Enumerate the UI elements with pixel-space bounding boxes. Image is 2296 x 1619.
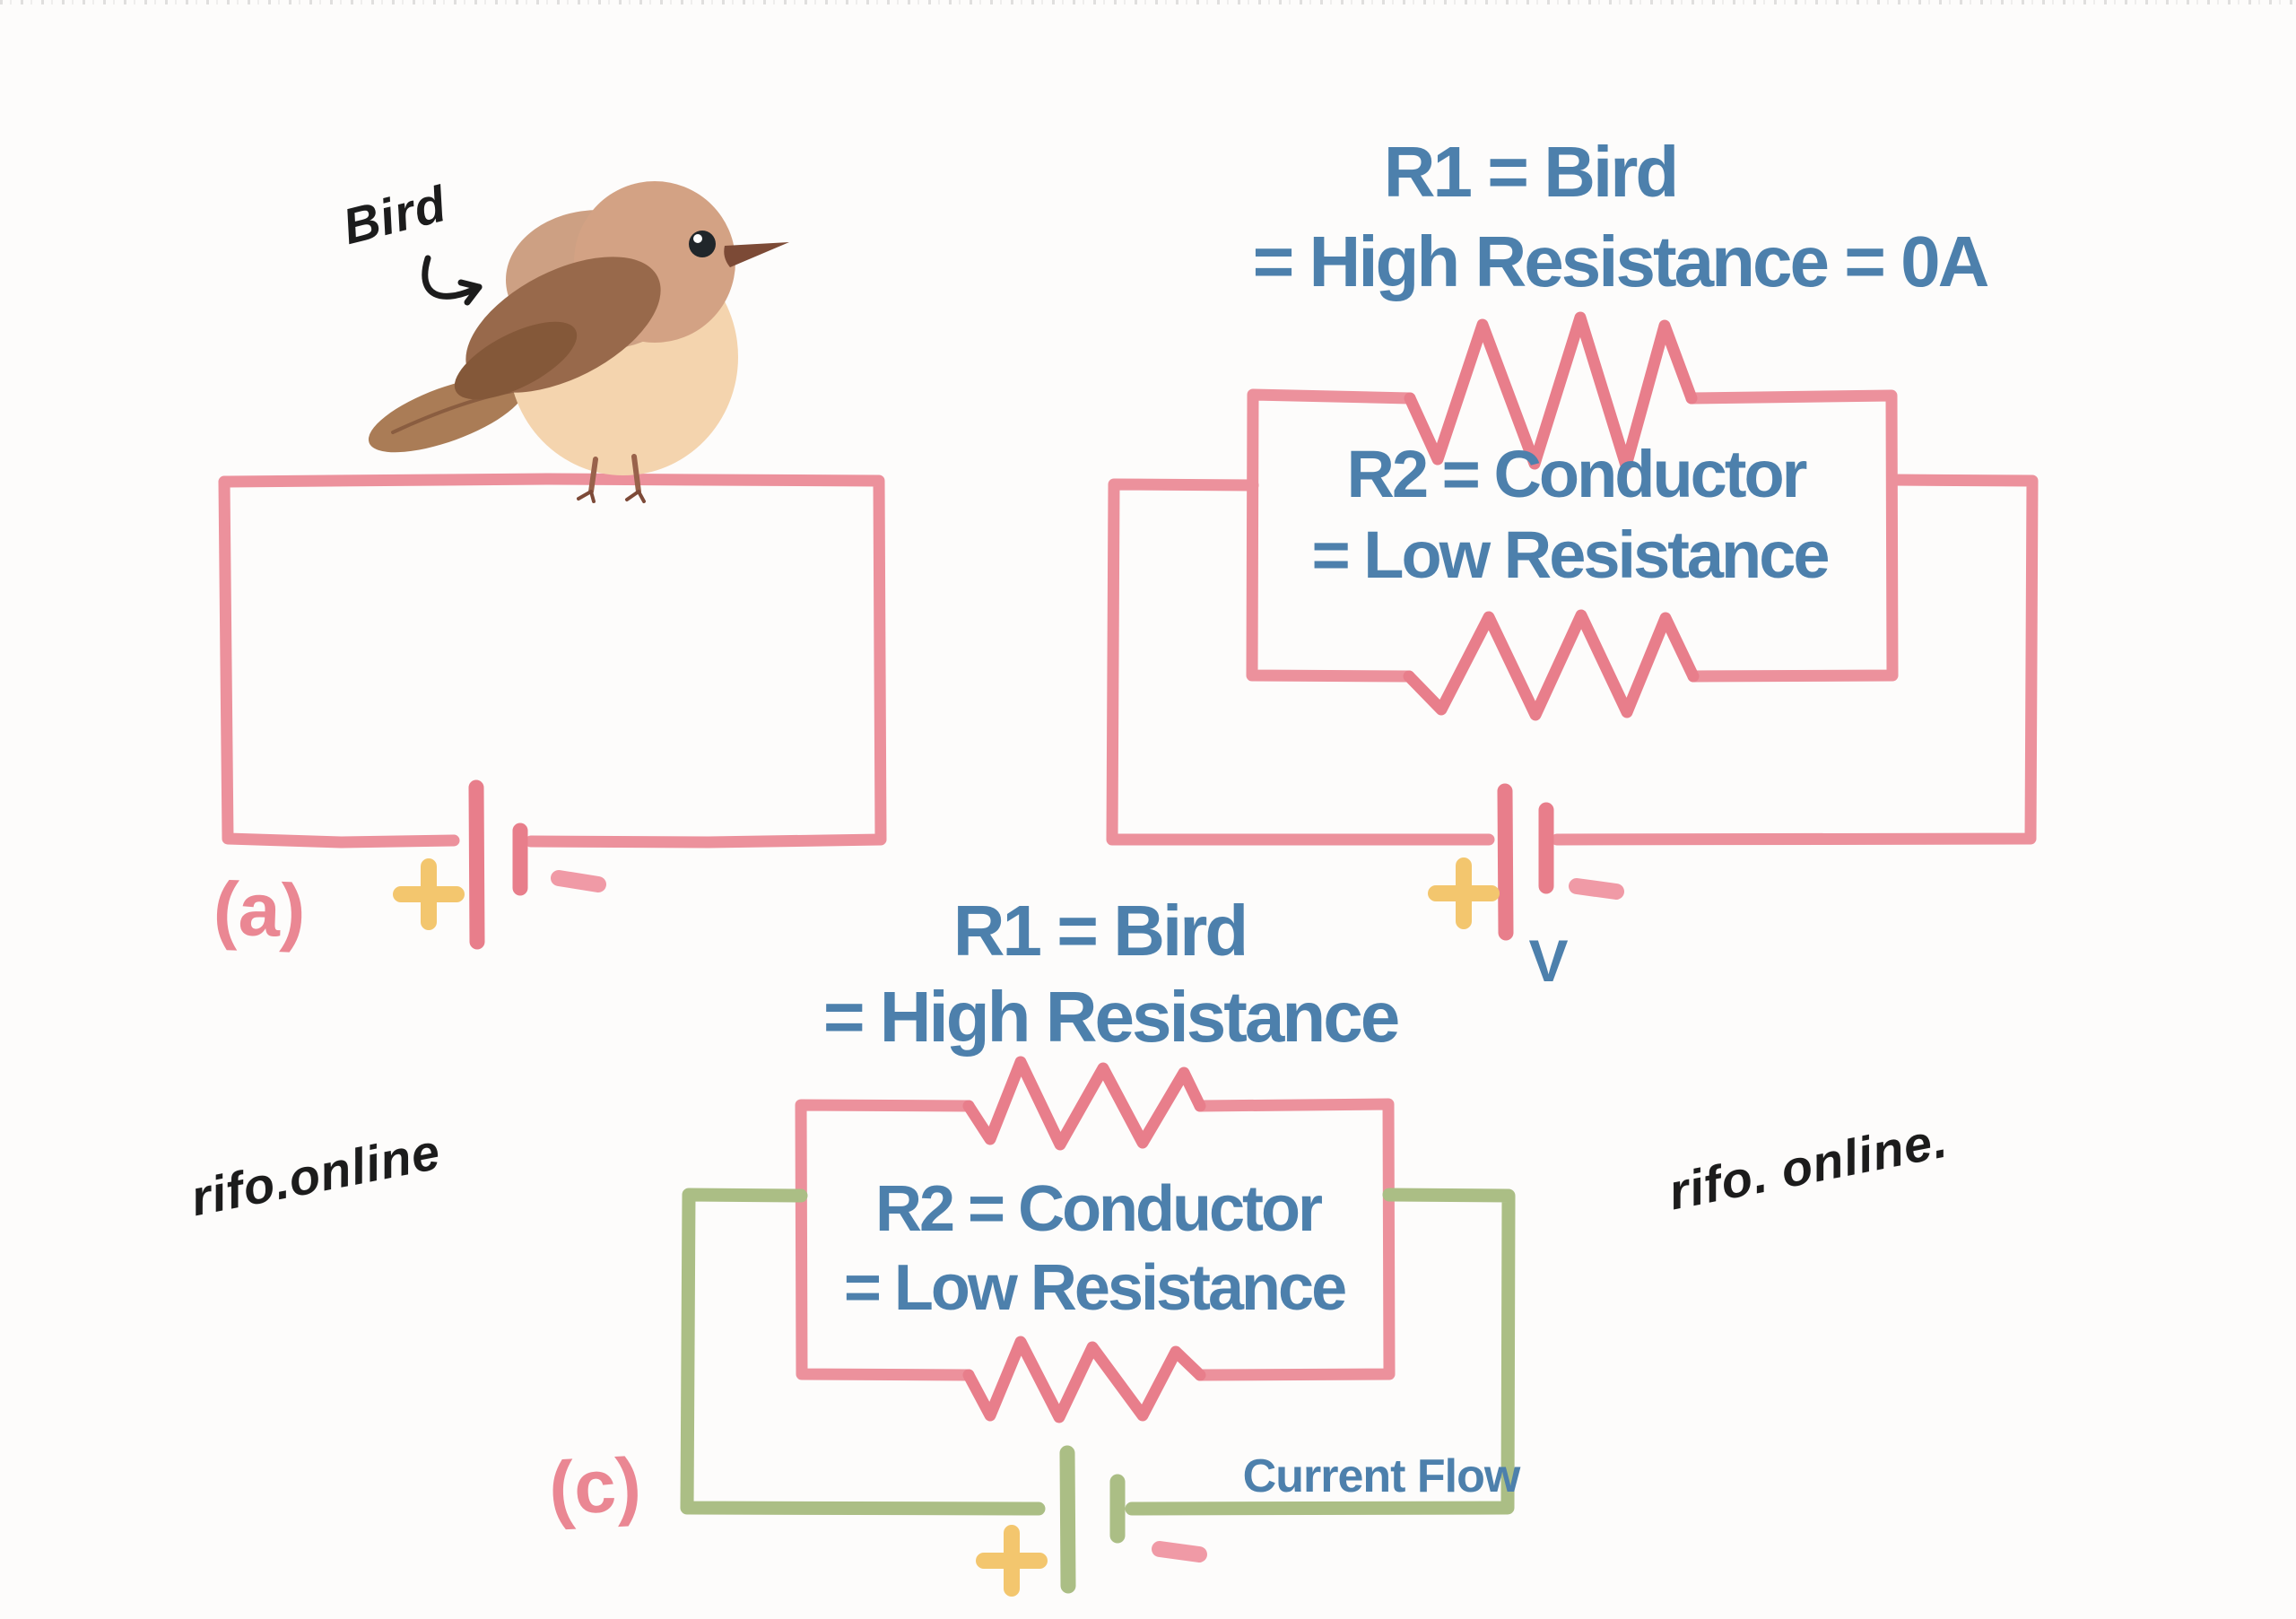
arrow-curve: [422, 255, 483, 300]
minus-terminal-icon-a: [551, 870, 606, 892]
circuit-b-outer-loop: [1106, 474, 2039, 846]
bird-wing-shade: [454, 321, 578, 400]
resistor-r2-circuit-b: [1403, 609, 1700, 721]
circuit-c-inner-box: [795, 1098, 1396, 1381]
bird-annotation-arrow-icon: [422, 255, 483, 306]
circuit-b-inner-box: [1246, 388, 1899, 683]
circuit-c-outer-loop: [680, 1188, 1516, 1516]
resistor-r1-circuit-b: [1404, 311, 1698, 472]
pink-wires: [218, 388, 2039, 1381]
circuit-c-resistor2-line2: = Low Resistance: [843, 1252, 1347, 1324]
plus-terminal-icons: [393, 857, 1500, 1597]
circuit-b-title-line2: = High Resistance = 0A: [1252, 222, 1990, 301]
plus-terminal-icon-a: [393, 858, 465, 930]
arrow-head: [457, 279, 483, 306]
green-wires: [680, 1188, 1516, 1594]
bird-feet: [577, 490, 646, 503]
bird-eye: [689, 231, 716, 257]
circuit-a-loop: [218, 473, 887, 849]
battery-a-long-plate: [468, 779, 485, 950]
panel-c-label: (c): [546, 1441, 644, 1531]
minus-terminal-icon-b: [1569, 878, 1624, 900]
circuit-b-title-line1: R1 = Bird: [1383, 132, 1679, 212]
plus-terminal-icon-b: [1428, 857, 1500, 929]
scan-noise-strip: [0, 0, 2296, 4]
panel-a-label: (a): [212, 866, 308, 953]
battery-c-long-plate: [1059, 1445, 1076, 1594]
minus-terminal-icons: [551, 870, 1624, 1562]
circuit-c-title-line2: = High Resistance: [822, 977, 1400, 1057]
resistor-r1-circuit-c: [962, 1056, 1206, 1151]
bird-legs: [588, 454, 641, 494]
resistor-zigzags: [468, 311, 1700, 1423]
circuit-b-resistor2-line1: R2 = Conductor: [1346, 437, 1808, 511]
bird-illustration: [368, 181, 789, 503]
battery-voltage-label: V: [1528, 927, 1568, 994]
plus-terminal-icon-c: [976, 1525, 1048, 1597]
circuit-b-resistor2-line2: = Low Resistance: [1311, 518, 1830, 592]
circuit-c-resistor2-line1: R2 = Conductor: [874, 1173, 1323, 1245]
battery-b-long-plate: [1497, 783, 1514, 941]
current-flow-label: Current Flow: [1242, 1450, 1521, 1502]
resistor-r2-circuit-c: [962, 1336, 1206, 1423]
bird-eye-highlight: [693, 234, 702, 243]
bird-beak: [724, 242, 789, 267]
circuit-c-title-line1: R1 = Bird: [952, 891, 1248, 971]
minus-terminal-icon-c: [1152, 1541, 1207, 1562]
